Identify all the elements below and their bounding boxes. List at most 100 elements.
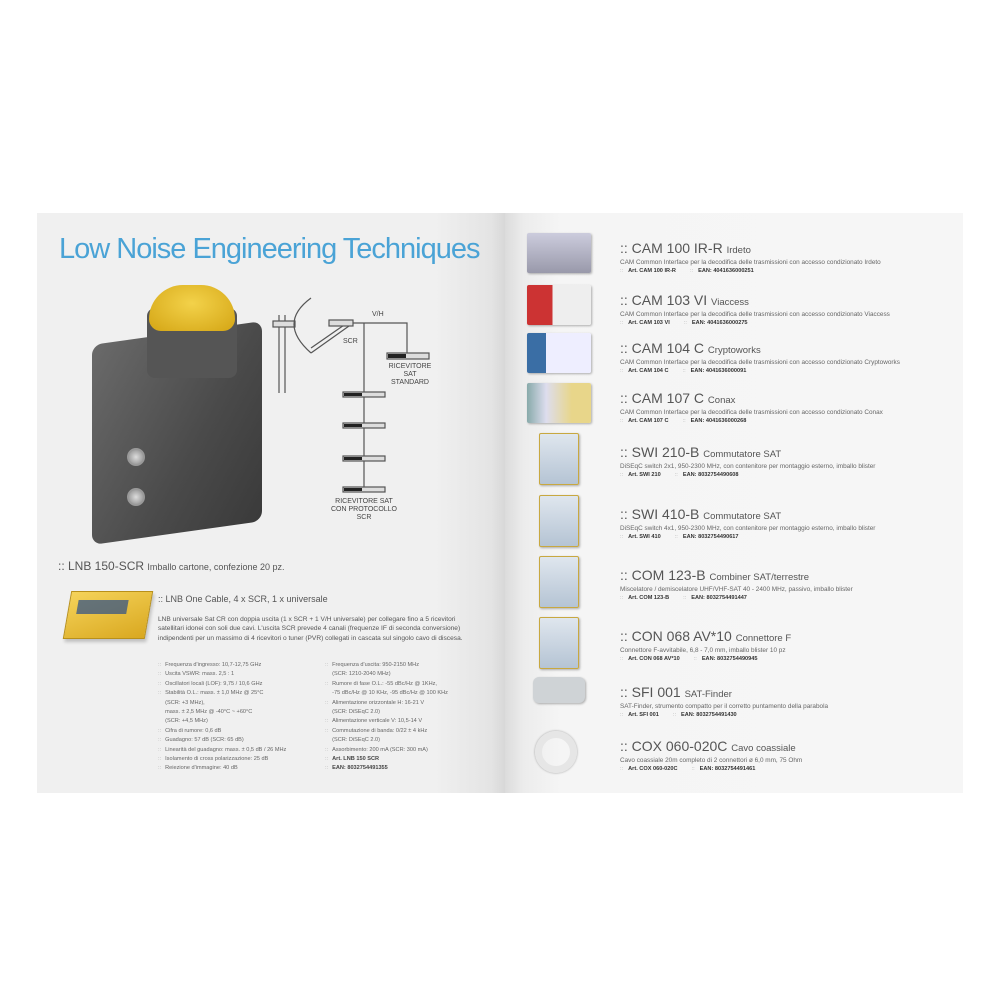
product-code: :: COM 123-B [620,567,706,583]
product-image [535,731,577,773]
catalog-spread: Low Noise Engineering Techniques V/H SCR… [37,213,963,793]
product-description: DiSEqC switch 4x1, 950-2300 MHz, con con… [620,525,876,532]
product-article: ::Art. SFI 001::EAN: 8032754491430 [620,711,828,720]
product-title: :: COX 060-020C Cavo coassiale [620,739,802,756]
spec-text: Alimentazione orizzontale H: 16-21 V [332,699,425,706]
bullet-marker: :: [158,727,162,734]
bullet-marker: :: [620,472,624,478]
spec-text: (SCR: +4,5 MHz) [165,718,208,725]
bullet-marker: :: [325,680,329,687]
product-article: ::Art. CON 068 AV*10::EAN: 8032754490945 [620,655,791,664]
spec-text: Frequenza d'uscita: 950-2150 MHz [332,662,419,668]
bullet-marker: :: [158,737,162,744]
spec-text: Commutazione di banda: 0/22 ± 4 kHz [332,727,428,734]
spec-line: ::Oscillatori locali (LOF): 9,75 / 10,6 … [158,680,286,689]
ean-code: EAN: 8032754491430 [681,712,737,718]
article-number: Art. CAM 107 C [628,418,669,424]
standard-receiver-label: RICEVITORE SAT STANDARD [388,363,432,386]
lnb-box-image [62,591,154,639]
lnb-description: LNB universale Sat CR con doppia uscita … [158,616,463,642]
bullet-marker: :: [158,746,162,753]
product-category: Commutatore SAT [703,449,782,460]
spec-text: Alimentazione verticale V: 10,5-14 V [332,718,423,725]
spec-line: ::Uscita VSWR: mass. 2,5 : 1 [158,670,286,679]
product-image [539,556,579,608]
lnb-code: :: LNB 150-SCR [58,559,145,573]
bullet-marker: :: [158,671,162,678]
spec-line: ::Cifra di rumore: 0,6 dB [158,727,286,736]
spec-text: Assorbimento: 200 mA (SCR: 300 mA) [332,746,428,753]
bullet-marker: :: [158,680,162,687]
product-code: :: CAM 103 VI [620,292,708,308]
ean-code: EAN: 8032754491461 [699,766,756,772]
article-number: Art. CAM 103 VI [628,320,670,326]
product-description: CAM Common Interface per la decodifica d… [620,359,900,366]
product-description: Connettore F-avvitabile, 6,8 - 7,0 mm, i… [620,647,786,654]
page-title: Low Noise Engineering Techniques [59,233,480,265]
ean-code: EAN: 4041636000268 [690,418,747,424]
product-description: CAM Common Interface per la decodifica d… [620,409,883,416]
product-title: :: SWI 410-B Commutatore SAT [620,507,875,524]
spec-text: Linearità del guadagno: mass. ± 0,5 dB /… [165,746,287,753]
specs-right: ::Frequenza d'uscita: 950-2150 MHz::(SCR… [325,661,448,774]
spec-text: -75 dBc/Hz @ 10 KHz, -95 dBc/Hz @ 100 KH… [332,690,448,697]
spec-text: Art. LNB 150 SCR [332,756,380,763]
spec-line: ::Alimentazione verticale V: 10,5-14 V [325,717,448,726]
product-description: DiSEqC switch 2x1, 950-2300 MHz, con con… [620,463,876,470]
bullet-marker: :: [620,534,624,540]
product-code: :: CAM 107 C [620,390,705,406]
vh-label: V/H [372,311,384,318]
product-code: :: SFI 001 [620,684,681,700]
product-code: :: SWI 410-B [620,506,700,522]
article-number: Art. CAM 104 C [628,368,669,374]
spec-line: ::Rumore di fase O.L.: -55 dBc/Hz @ 1KHz… [325,680,448,689]
spec-line: ::Frequenza d'ingresso: 10,7-12,75 GHz [158,661,286,670]
bullet-marker: :: [158,756,162,763]
product-image [527,233,591,273]
spec-text: Isolamento di cross polarizzazione: 25 d… [165,756,269,763]
product-title: :: CAM 103 VI Viaccess [620,293,890,310]
spec-line: ::Reiezione d'immagine: 40 dB [158,764,286,773]
spec-line: ::Stabilità O.L.: mass. ± 1,0 MHz @ 25°C [158,689,286,698]
scr-label: SCR [343,338,358,345]
product-article: ::Art. COX 060-020C::EAN: 8032754491461 [620,765,802,774]
bullet-marker: :: [325,746,329,753]
spec-line: ::(SCR: +4,5 MHz) [158,717,286,726]
product-category: Viaccess [711,297,749,308]
product-description: Miscelatore / demiscelatore UHF/VHF-SAT … [620,586,853,593]
spec-text: mass. ± 2,5 MHz @ -40°C ~ +60°C [165,709,253,716]
product-image [527,285,591,325]
bullet-marker: :: [325,699,329,706]
bullet-marker: :: [620,418,624,424]
spec-line: ::(SCR: +3 MHz), [158,699,286,708]
bullet-marker: :: [683,320,687,326]
bullet-marker: :: [683,595,687,601]
product-category: Connettore F [735,633,792,644]
spec-text: Guadagno: 57 dB (SCR: 65 dB) [165,737,244,744]
spec-text: (SCR: DiSEqC 2.0) [332,737,380,744]
ean-code: EAN: 8032754491447 [691,595,747,601]
product-article: ::Art. COM 123-B::EAN: 8032754491447 [620,594,853,603]
left-page: Low Noise Engineering Techniques V/H SCR… [37,213,505,793]
spec-line: ::(SCR: DiSEqC 2.0) [325,736,448,745]
product-category: Combiner SAT/terrestre [709,572,810,583]
product-article: ::Art. SWI 210::EAN: 8032754490608 [620,471,875,480]
bullet-marker: :: [620,320,624,326]
spec-line: ::EAN: 8032754491355 [325,764,448,773]
spec-text: (SCR: +3 MHz), [165,699,205,706]
article-number: Art. CAM 100 IR-R [628,268,676,274]
bullet-marker: :: [158,765,162,772]
bullet-marker: :: [158,662,162,668]
bullet-marker: :: [689,268,694,274]
spec-text: EAN: 8032754491355 [332,765,388,772]
spec-line: ::Frequenza d'uscita: 950-2150 MHz [325,661,448,670]
spec-line: ::Art. LNB 150 SCR [325,755,448,764]
specs-left: ::Frequenza d'ingresso: 10,7-12,75 GHz::… [158,661,286,774]
bullet-marker: :: [325,727,329,734]
product-image [539,495,579,547]
